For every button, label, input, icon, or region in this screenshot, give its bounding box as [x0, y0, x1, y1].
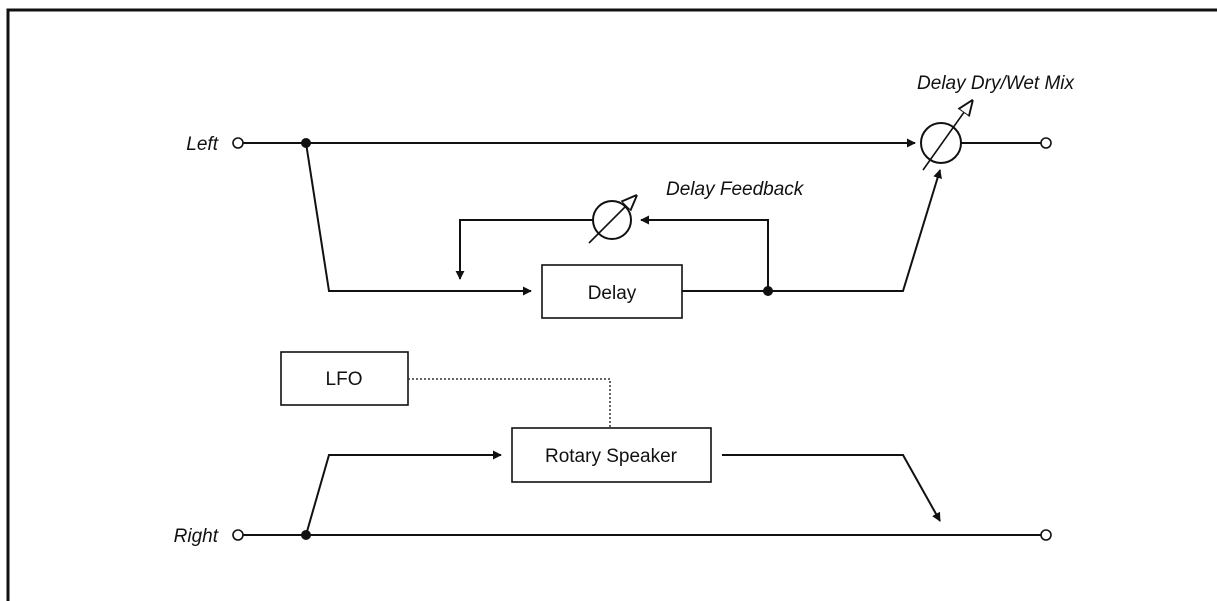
- mix-control-circle: [920, 122, 962, 164]
- mix-variable-arrow: [922, 101, 972, 171]
- frame-border: [6, 8, 1217, 601]
- mix-label: Delay Dry/Wet Mix: [917, 73, 1075, 94]
- rotary-speaker-block: [511, 427, 712, 483]
- feedback-return-arrow: [455, 219, 593, 280]
- feedback-label: Delay Feedback: [666, 179, 805, 200]
- rotary-speaker-label: Rotary Speaker: [545, 446, 678, 467]
- lfo-block: [280, 351, 409, 406]
- left-output-terminal: [1040, 137, 1052, 149]
- rotary-input-arrow: [305, 450, 502, 536]
- rotary-output-arrow: [722, 454, 941, 522]
- feedback-in-arrow: [640, 215, 769, 291]
- wet-path-arrow: [768, 169, 942, 292]
- delay-block-label: Delay: [588, 283, 637, 304]
- lfo-block-label: LFO: [326, 369, 363, 390]
- lfo-modulation-line: [408, 378, 611, 428]
- feedback-variable-arrow: [588, 196, 636, 244]
- right-output-terminal: [1040, 529, 1052, 541]
- left-input-terminal: [232, 137, 244, 149]
- left-input-label: Left: [186, 134, 218, 155]
- right-input-label: Right: [174, 526, 219, 547]
- delay-input-arrow: [305, 142, 532, 296]
- right-input-terminal: [232, 529, 244, 541]
